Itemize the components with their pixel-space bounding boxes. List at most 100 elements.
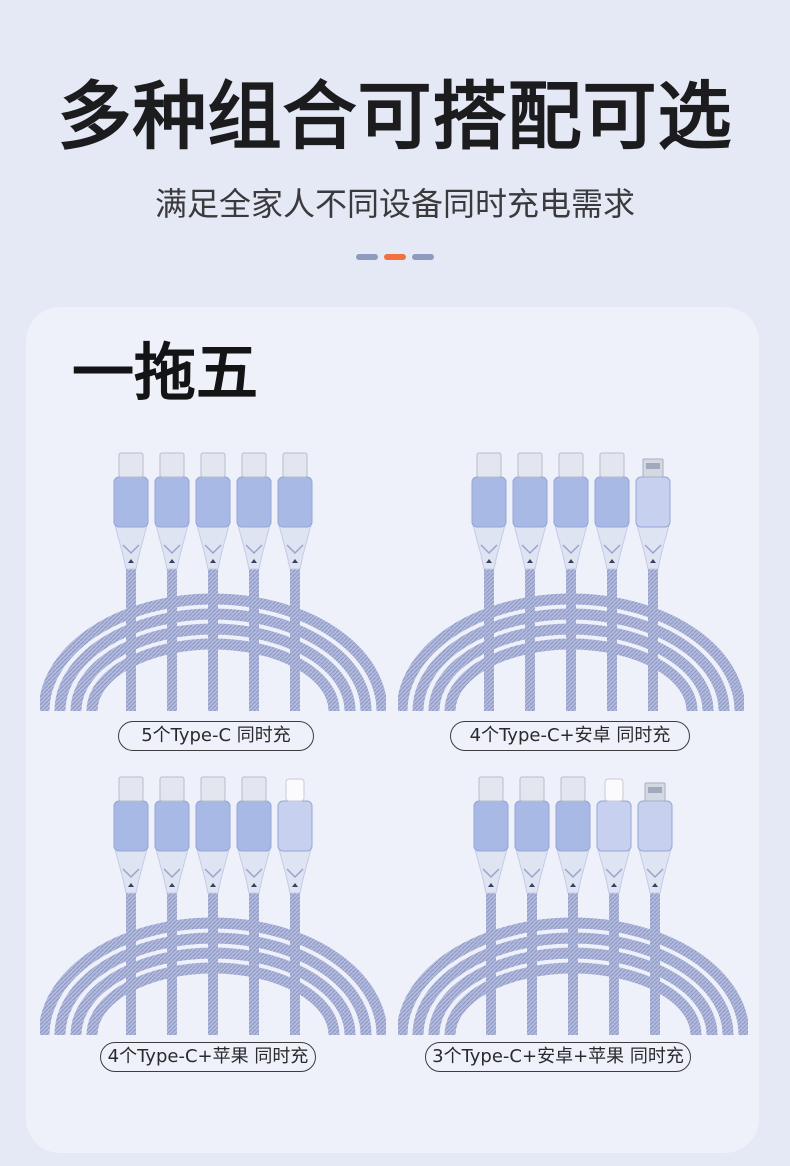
indicator-dot-active [384, 254, 406, 260]
arrow-mark [650, 559, 656, 563]
type-c-connector-body [236, 476, 272, 528]
lightning-plug [604, 778, 624, 802]
arrow-mark [527, 559, 533, 563]
type-c-plug [282, 452, 308, 478]
micro-usb-connector-body [637, 800, 673, 852]
braided-cable [609, 891, 619, 1035]
lightning-plug [285, 778, 305, 802]
chevron-mark [480, 544, 498, 555]
cable-illustration [40, 452, 386, 711]
arrow-mark [488, 883, 494, 887]
braided-cable [650, 891, 660, 1035]
chevron-mark [245, 544, 263, 555]
cable-variant-3-type-c-android-apple: 3个Type-C+安卓+苹果 同时充 [398, 773, 748, 1073]
braided-cable [208, 891, 218, 1035]
chevron-mark [562, 544, 580, 555]
micro-usb-slot [648, 787, 662, 793]
arrow-mark [568, 559, 574, 563]
type-c-plug [200, 776, 226, 802]
chevron-mark [245, 868, 263, 879]
arrow-mark [210, 883, 216, 887]
type-c-connector-body [195, 476, 231, 528]
braided-cable [208, 567, 218, 711]
type-c-plug [560, 776, 586, 802]
chevron-mark [163, 868, 181, 879]
arrow-mark [169, 883, 175, 887]
braided-cable [290, 891, 300, 1035]
cable-illustration [398, 776, 748, 1035]
type-c-plug [118, 776, 144, 802]
arrow-mark [611, 883, 617, 887]
type-c-connector-body [113, 800, 149, 852]
chevron-mark [646, 868, 664, 879]
type-c-plug [159, 452, 185, 478]
page-title: 多种组合可搭配可选 [57, 74, 733, 160]
type-c-connector-body [594, 476, 630, 528]
arrow-mark [570, 883, 576, 887]
chevron-mark [286, 868, 304, 879]
type-c-connector-body [195, 800, 231, 852]
braided-cable [648, 567, 658, 711]
type-c-connector-body [512, 476, 548, 528]
braided-cable [126, 567, 136, 711]
braided-cable [566, 567, 576, 711]
cable-variant-4-type-c-android: 4个Type-C+安卓 同时充 [398, 449, 744, 751]
chevron-mark [521, 544, 539, 555]
braided-cable [249, 567, 259, 711]
arrow-mark [128, 559, 134, 563]
chevron-mark [603, 544, 621, 555]
product-card: 一拖五 5个Type-C 同时充 4个Type-C+安卓 同时充 4个Type-… [26, 307, 759, 1153]
braided-cable [486, 891, 496, 1035]
type-c-connector-body [553, 476, 589, 528]
chevron-mark [204, 868, 222, 879]
type-c-connector-body [236, 800, 272, 852]
arrow-mark [609, 559, 615, 563]
braided-cable [484, 567, 494, 711]
chevron-mark [163, 544, 181, 555]
chevron-mark [122, 544, 140, 555]
chevron-mark [644, 544, 662, 555]
arrow-mark [292, 559, 298, 563]
cable-illustration [40, 776, 386, 1035]
braided-cable [249, 891, 259, 1035]
cable-illustration [398, 452, 744, 711]
arrow-mark [251, 559, 257, 563]
type-c-connector-body [154, 476, 190, 528]
arrow-mark [169, 559, 175, 563]
arrow-mark [292, 883, 298, 887]
section-title: 一拖五 [72, 336, 259, 409]
chevron-mark [482, 868, 500, 879]
micro-usb-slot [646, 463, 660, 469]
arrow-mark [128, 883, 134, 887]
variant-caption: 3个Type-C+安卓+苹果 同时充 [425, 1042, 691, 1072]
chevron-mark [523, 868, 541, 879]
braided-cable [290, 567, 300, 711]
chevron-mark [564, 868, 582, 879]
type-c-connector-body [555, 800, 591, 852]
braided-cable [126, 891, 136, 1035]
variant-caption: 4个Type-C+苹果 同时充 [100, 1042, 316, 1072]
chevron-mark [286, 544, 304, 555]
type-c-plug [200, 452, 226, 478]
lightning-connector-body [596, 800, 632, 852]
page-indicator [356, 254, 434, 260]
braided-cable [525, 567, 535, 711]
micro-usb-connector-body [635, 476, 671, 528]
chevron-mark [605, 868, 623, 879]
type-c-connector-body [154, 800, 190, 852]
type-c-connector-body [277, 476, 313, 528]
indicator-dot [356, 254, 378, 260]
type-c-plug [159, 776, 185, 802]
type-c-connector-body [473, 800, 509, 852]
chevron-mark [204, 544, 222, 555]
cable-variant-5-type-c: 5个Type-C 同时充 [40, 449, 386, 751]
type-c-plug [519, 776, 545, 802]
lightning-connector-body [277, 800, 313, 852]
arrow-mark [652, 883, 658, 887]
type-c-plug [241, 776, 267, 802]
type-c-plug [478, 776, 504, 802]
variant-caption: 5个Type-C 同时充 [118, 721, 314, 751]
type-c-connector-body [113, 476, 149, 528]
type-c-connector-body [471, 476, 507, 528]
braided-cable [527, 891, 537, 1035]
